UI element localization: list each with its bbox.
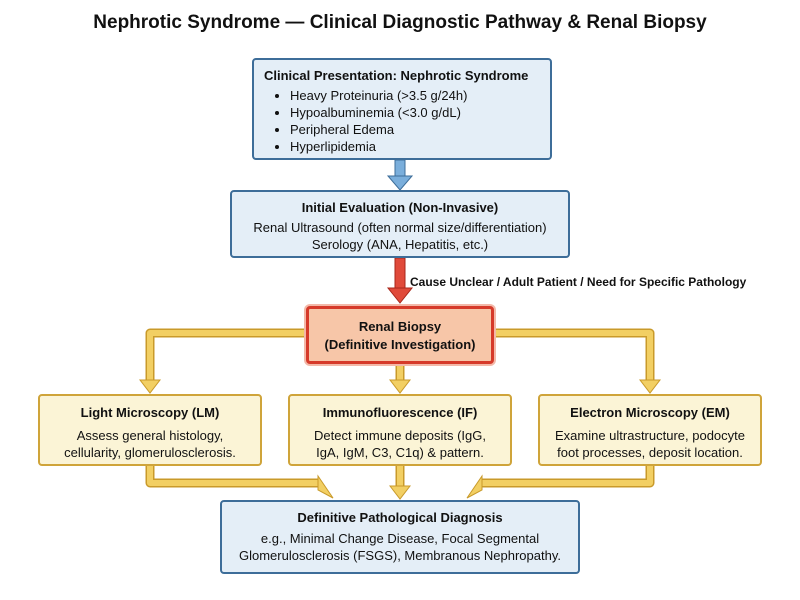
node-renal-biopsy-title: Renal Biopsy: [358, 319, 442, 334]
node-electron-microscopy-line: foot processes, deposit location.: [557, 445, 743, 460]
node-immunofluorescence-heading: Immunofluorescence (IF): [322, 405, 478, 420]
node-electron-microscopy-heading: Electron Microscopy (EM): [570, 405, 730, 420]
node-light-microscopy-heading: Light Microscopy (LM): [80, 405, 220, 420]
connector-biopsy-to-lm: [138, 328, 306, 394]
node-definitive-diagnosis-heading: Definitive Pathological Diagnosis: [297, 510, 503, 525]
arrow-presentation-to-evaluation: [386, 159, 414, 191]
list-item: Peripheral Edema: [290, 121, 540, 138]
node-initial-evaluation: Initial Evaluation (Non-Invasive) Renal …: [230, 190, 570, 258]
connector-if-to-diagnosis: [388, 466, 412, 500]
node-clinical-presentation-heading: Clinical Presentation: Nephrotic Syndrom…: [264, 68, 529, 83]
connector-lm-to-diagnosis: [145, 466, 334, 499]
list-item: Hyperlipidemia: [290, 138, 540, 155]
node-clinical-presentation: Clinical Presentation: Nephrotic Syndrom…: [252, 58, 552, 160]
node-light-microscopy-line: Assess general histology,: [76, 428, 224, 443]
node-light-microscopy: Light Microscopy (LM) Assess general his…: [38, 394, 262, 466]
node-initial-evaluation-line: Serology (ANA, Hepatitis, etc.): [311, 237, 489, 252]
symptom-list: Heavy Proteinuria (>3.5 g/24h) Hypoalbum…: [264, 87, 540, 155]
node-definitive-diagnosis-line: e.g., Minimal Change Disease, Focal Segm…: [260, 531, 540, 546]
node-renal-biopsy-subtitle: (Definitive Investigation): [324, 337, 476, 352]
connector-biopsy-to-if: [388, 366, 412, 394]
node-renal-biopsy: Renal Biopsy (Definitive Investigation): [306, 306, 494, 364]
node-definitive-diagnosis-line: Glomerulosclerosis (FSGS), Membranous Ne…: [239, 548, 561, 563]
node-initial-evaluation-heading: Initial Evaluation (Non-Invasive): [301, 200, 499, 215]
list-item: Hypoalbuminemia (<3.0 g/dL): [290, 104, 540, 121]
diagram-title: Nephrotic Syndrome — Clinical Diagnostic…: [93, 12, 707, 33]
list-item: Heavy Proteinuria (>3.5 g/24h): [290, 87, 540, 104]
node-electron-microscopy-line: Examine ultrastructure, podocyte: [554, 428, 746, 443]
edge-label-biopsy-criteria: Cause Unclear / Adult Patient / Need for…: [410, 275, 747, 289]
node-immunofluorescence-line: IgA, IgM, C3, C1q) & pattern.: [316, 445, 484, 460]
node-light-microscopy-line: cellularity, glomerulosclerosis.: [64, 445, 236, 460]
node-immunofluorescence-line: Detect immune deposits (IgG,: [314, 428, 486, 443]
arrow-evaluation-to-biopsy: [386, 257, 414, 304]
connector-biopsy-to-em: [494, 328, 662, 394]
node-initial-evaluation-line: Renal Ultrasound (often normal size/diff…: [253, 220, 547, 235]
node-immunofluorescence: Immunofluorescence (IF) Detect immune de…: [288, 394, 512, 466]
node-electron-microscopy: Electron Microscopy (EM) Examine ultrast…: [538, 394, 762, 466]
node-definitive-diagnosis: Definitive Pathological Diagnosis e.g., …: [220, 500, 580, 574]
connector-em-to-diagnosis: [466, 466, 655, 499]
